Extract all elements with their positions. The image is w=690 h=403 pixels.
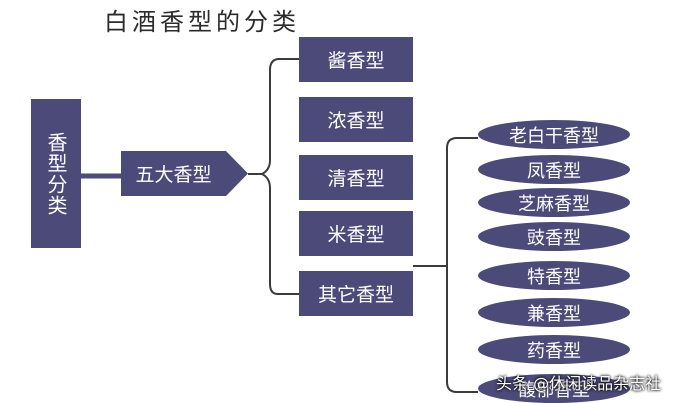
diagram-title: 白酒香型的分类	[104, 8, 300, 36]
subtype-node: 兼香型	[478, 298, 630, 327]
subtype-label: 兼香型	[527, 303, 581, 325]
subtype-node: 凤香型	[478, 155, 630, 184]
subtype-node: 芝麻香型	[478, 188, 630, 217]
category-label: 米香型	[327, 224, 385, 246]
subtype-label: 豉香型	[527, 227, 581, 249]
category-label: 清香型	[327, 168, 385, 190]
category-bracket	[248, 58, 299, 295]
subtype-node: 特香型	[478, 261, 630, 290]
category-node: 浓香型	[299, 97, 413, 142]
category-label: 浓香型	[327, 110, 385, 132]
watermark: 头条 @休闲读品杂志社	[496, 374, 662, 393]
subtype-label: 芝麻香型	[518, 193, 590, 215]
subtype-label: 凤香型	[527, 160, 581, 182]
category-label: 酱香型	[327, 50, 385, 72]
subtype-label: 老白干香型	[509, 125, 599, 147]
root-node: 香型分类	[31, 99, 81, 248]
subtype-bracket	[440, 137, 478, 393]
subtype-node: 馥郁香型	[478, 374, 630, 403]
subtype-label: 馥郁香型	[518, 379, 590, 401]
category-node: 清香型	[299, 155, 413, 200]
arrow-shape	[121, 151, 248, 196]
subtype-node: 老白干香型	[478, 120, 630, 149]
level1-node: 五大香型	[121, 151, 248, 196]
category-node: 酱香型	[299, 37, 413, 82]
root-label: 香型分类	[44, 131, 68, 216]
category-label: 其它香型	[317, 284, 394, 306]
subtype-label: 药香型	[527, 340, 581, 362]
category-node: 其它香型	[299, 271, 413, 316]
subtype-node: 豉香型	[478, 222, 630, 251]
category-node: 米香型	[299, 211, 413, 256]
subtype-label: 特香型	[527, 266, 581, 288]
subtype-node: 药香型	[478, 335, 630, 364]
level1-label: 五大香型	[135, 164, 212, 186]
